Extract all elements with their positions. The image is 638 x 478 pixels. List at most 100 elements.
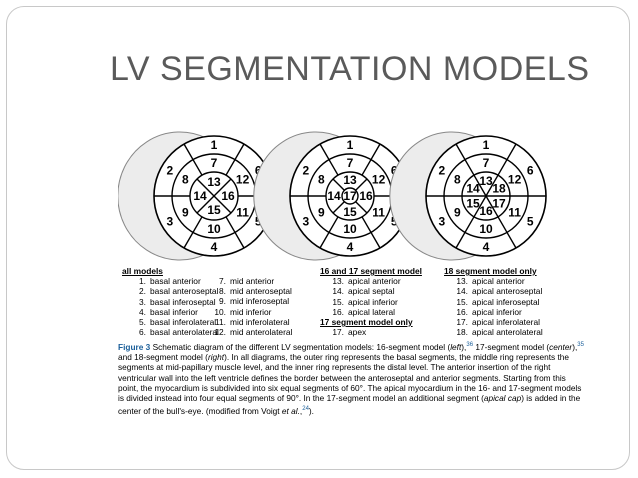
legend-item: 4.basal inferior — [139, 306, 198, 317]
segment-label: 9 — [318, 206, 325, 220]
legend-item: 17.apical inferolateral — [456, 317, 540, 328]
segment-label: 7 — [347, 156, 354, 170]
segment-divider — [183, 143, 203, 176]
segment-label: 8 — [182, 173, 189, 187]
segment-label: 10 — [479, 222, 493, 236]
legend-item: 16.apical inferior — [456, 306, 522, 317]
segment-label: 12 — [508, 173, 522, 187]
segment-divider — [319, 143, 339, 176]
legend-item: 6.basal anterolateral — [139, 327, 219, 338]
legend-heading-16-17: 16 and 17 segment model — [320, 266, 422, 276]
segment-label: 9 — [454, 206, 461, 220]
segment-label: 17 — [492, 197, 506, 211]
segment-label: 10 — [207, 222, 221, 236]
segment-label: 16 — [479, 204, 493, 218]
segment-label: 6 — [391, 164, 398, 178]
segment-label: 5 — [255, 215, 262, 229]
legend-item: 10.mid inferior — [214, 306, 272, 317]
segment-divider — [473, 195, 487, 218]
segment-label: 12 — [236, 173, 250, 187]
segment-label: 18 — [492, 182, 506, 196]
legend-heading-17: 17 segment model only — [320, 317, 413, 328]
segment-label: 13 — [343, 173, 357, 187]
legend-item: 13.apical anterior — [332, 276, 401, 287]
segment-label: 4 — [347, 240, 354, 254]
legend-item: 2.basal anteroseptal — [139, 286, 219, 297]
segment-divider — [225, 216, 245, 249]
legend-item: 12.mid anterolateral — [214, 327, 293, 338]
segment-divider — [196, 195, 215, 214]
legend-item: 1.basal anterior — [139, 276, 201, 287]
segment-label: 14 — [327, 189, 341, 203]
segment-label: 14 — [466, 182, 480, 196]
legend-item: 11.mid inferolateral — [214, 316, 290, 327]
legend-heading-18: 18 segment model only — [444, 266, 537, 276]
segment-label: 13 — [479, 174, 493, 188]
segment-divider — [361, 216, 381, 249]
slide-frame — [6, 6, 630, 470]
segment-label: 16 — [359, 189, 373, 203]
segment-divider — [213, 178, 232, 197]
legend-item: 15.apical inferior — [332, 296, 398, 307]
segment-label: 2 — [166, 164, 173, 178]
segment-label: 1 — [211, 138, 218, 152]
segment-label: 5 — [527, 215, 534, 229]
legend-16-17: 16 and 17 segment model 13.apical anteri… — [320, 266, 422, 337]
segment-label: 7 — [483, 156, 490, 170]
figure-caption: Figure 3 Schematic diagram of the differ… — [118, 341, 584, 416]
segment-label: 6 — [255, 164, 262, 178]
citation-ref[interactable]: 36 — [466, 342, 474, 348]
segment-label: 15 — [343, 205, 357, 219]
segment-divider — [319, 216, 339, 249]
segment-label: 1 — [347, 138, 354, 152]
legend-item-apex: 17.apex — [332, 327, 367, 338]
segment-label: 1 — [483, 138, 490, 152]
segment-label: 3 — [302, 215, 309, 229]
citation-ref[interactable]: 35 — [577, 342, 584, 348]
segment-divider — [473, 174, 487, 197]
segment-label: 2 — [302, 164, 309, 178]
segment-divider — [497, 143, 517, 176]
segment-label: 9 — [182, 206, 189, 220]
segment-label: 11 — [236, 206, 249, 220]
segment-divider — [485, 174, 499, 197]
legend-item: 13.apical anterior — [456, 276, 525, 287]
legend-item: 9.mid inferoseptal — [219, 296, 290, 307]
segment-label: 13 — [207, 175, 221, 189]
segment-label: 5 — [391, 215, 398, 229]
segment-label: 11 — [372, 206, 385, 220]
legend-item: 18.apical anterolateral — [456, 327, 543, 338]
legend-item: 5.basal inferolateral — [139, 317, 217, 328]
segment-label: 15 — [207, 203, 221, 217]
segment-divider — [355, 201, 368, 214]
segment-divider — [332, 178, 345, 191]
segment-label: 3 — [438, 215, 445, 229]
legend-item: 3.basal inferoseptal — [139, 296, 216, 307]
segment-label: 4 — [211, 240, 218, 254]
segment-label: 12 — [372, 173, 386, 187]
segment-label: 10 — [343, 222, 357, 236]
segment-label: 2 — [438, 164, 445, 178]
segment-label: 11 — [508, 206, 521, 220]
segment-divider — [225, 143, 245, 176]
legend-item: 15.apical inferoseptal — [456, 296, 540, 307]
segment-label: 15 — [466, 197, 480, 211]
segment-divider — [213, 195, 232, 214]
segment-label: 14 — [193, 189, 207, 203]
segment-label: 4 — [483, 240, 490, 254]
slide-title: LV SEGMENTATION MODELS — [110, 50, 590, 88]
segment-divider — [455, 143, 475, 176]
segment-divider — [485, 195, 499, 218]
segment-divider — [361, 143, 381, 176]
legend-item: 14.apical septal — [332, 286, 395, 297]
legend-item: 8.mid anteroseptal — [219, 286, 292, 297]
apex-circle — [341, 187, 359, 205]
figure-label: Figure 3 — [118, 341, 151, 352]
citation-ref[interactable]: 24 — [302, 405, 309, 412]
